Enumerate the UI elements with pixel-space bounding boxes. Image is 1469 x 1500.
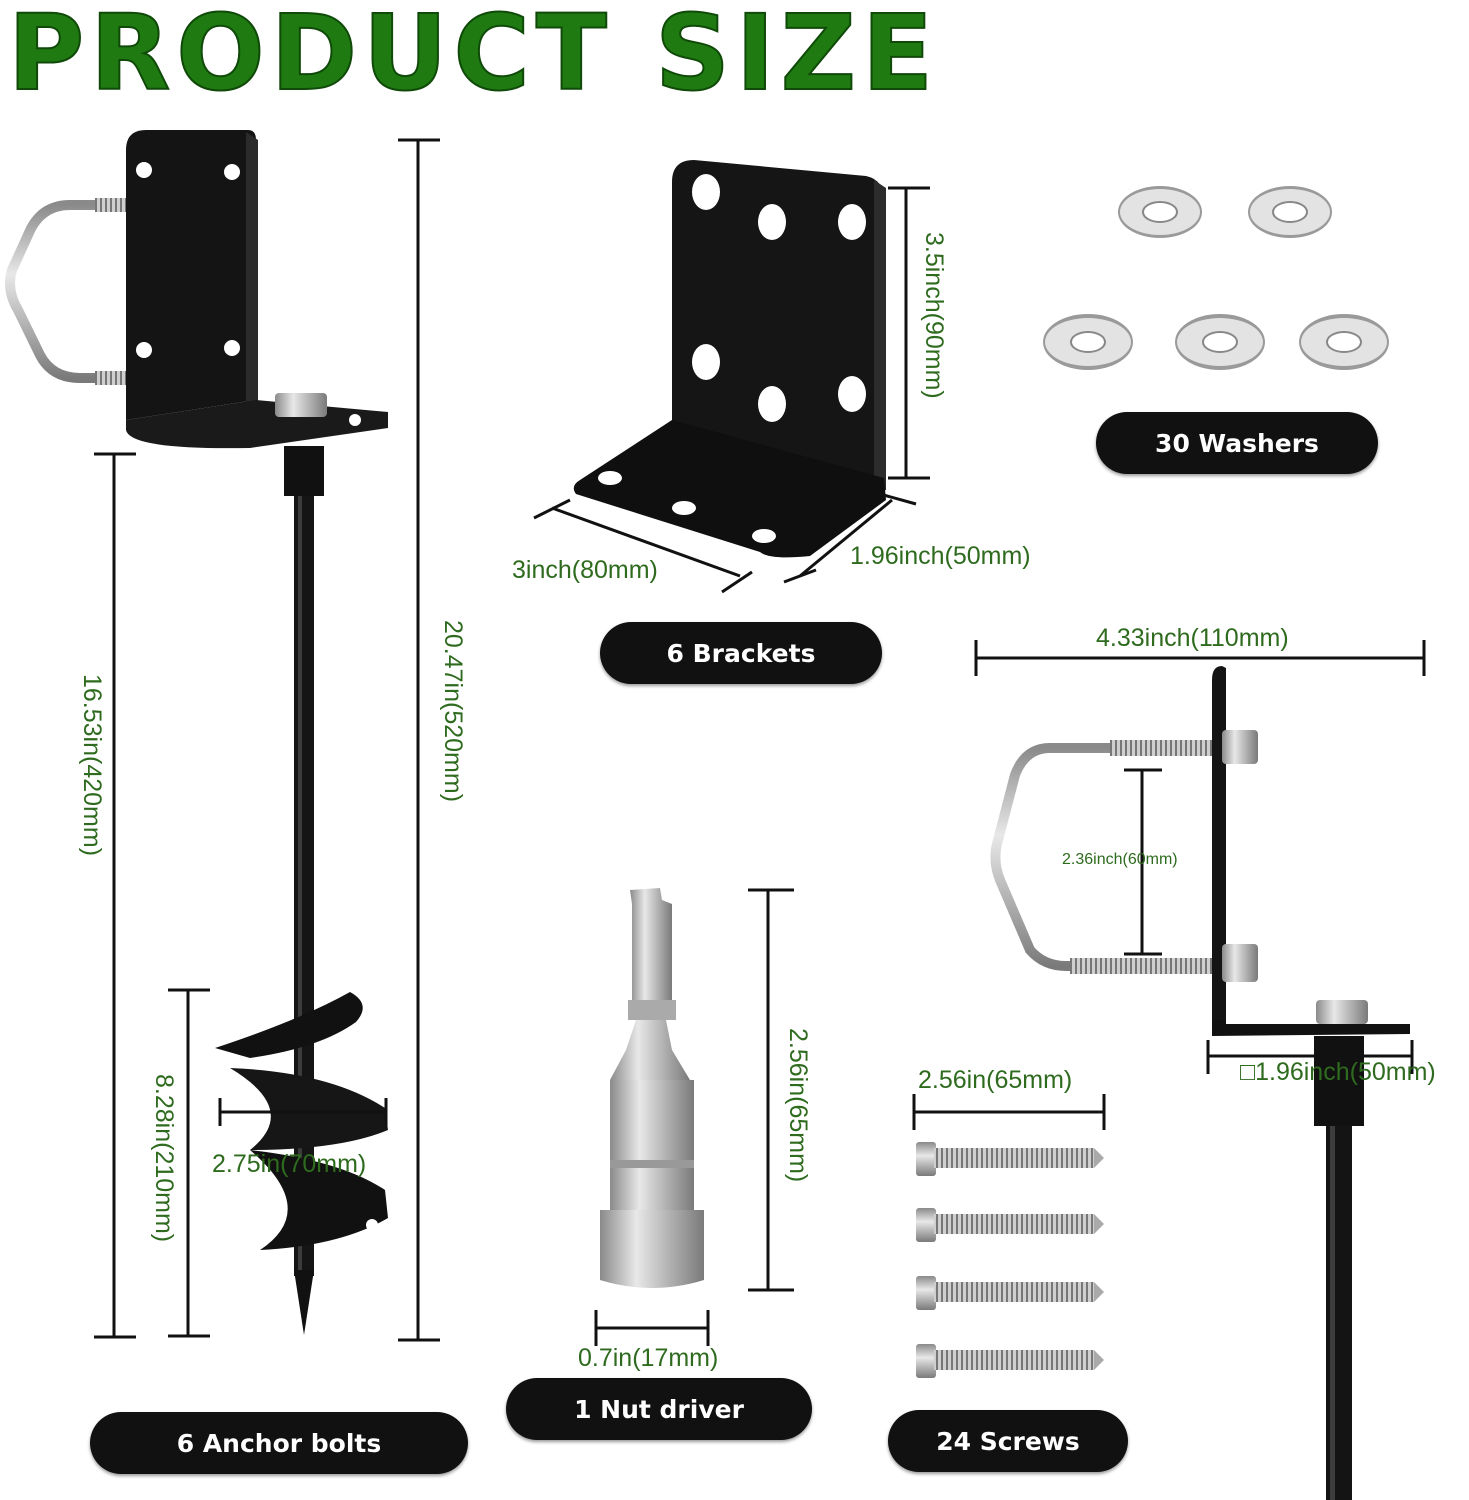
bracket-width-dimension-label: 3inch(80mm): [512, 556, 658, 584]
assembly-image: [990, 666, 1410, 1500]
screw-dimension-lines: [912, 1094, 1106, 1130]
assembly-width-dimension-label: 4.33inch(110mm): [1096, 624, 1289, 652]
anchor-shaft-dimension-label: 16.53in(420mm): [78, 674, 106, 857]
ubolt-spacing-dimension-label: 2.36inch(60mm): [1062, 851, 1178, 868]
nut-driver-dimension-lines: [594, 888, 794, 1346]
screws-image: [916, 1142, 1104, 1378]
auger-width-dimension-label: 2.75in(70mm): [212, 1150, 367, 1178]
anchor-total-dimension-label: 20.47in(520mm): [439, 620, 467, 803]
screw-length-dimension-label: 2.56in(65mm): [918, 1066, 1073, 1094]
driver-width-dimension-label: 0.7in(17mm): [578, 1344, 719, 1372]
washers-label: 30 Washers: [1096, 412, 1378, 474]
anchor-bolts-label: 6 Anchor bolts: [90, 1412, 468, 1474]
brackets-label: 6 Brackets: [600, 622, 882, 684]
assembly-dimension-lines: [974, 640, 1426, 1074]
bracket-dimension-lines: [533, 186, 930, 594]
nut-driver-image: [600, 888, 704, 1288]
bracket-depth-dimension-label: 1.96inch(50mm): [850, 542, 1031, 570]
anchor-bolt-image: [5, 130, 388, 1335]
washers-image: [1043, 186, 1389, 370]
auger-length-dimension-label: 8.28in(210mm): [150, 1074, 178, 1243]
anchor-dimension-lines: [94, 138, 440, 1342]
bracket-image: [573, 160, 886, 558]
screws-label: 24 Screws: [888, 1410, 1128, 1472]
driver-length-dimension-label: 2.56in(65mm): [784, 1028, 812, 1183]
page-title: PRODUCT SIZE: [7, 0, 940, 115]
nut-driver-label: 1 Nut driver: [506, 1378, 812, 1440]
bracket-height-dimension-label: 3.5inch(90mm): [920, 232, 948, 399]
plate-width-dimension-label: □1.96inch(50mm): [1240, 1058, 1436, 1086]
